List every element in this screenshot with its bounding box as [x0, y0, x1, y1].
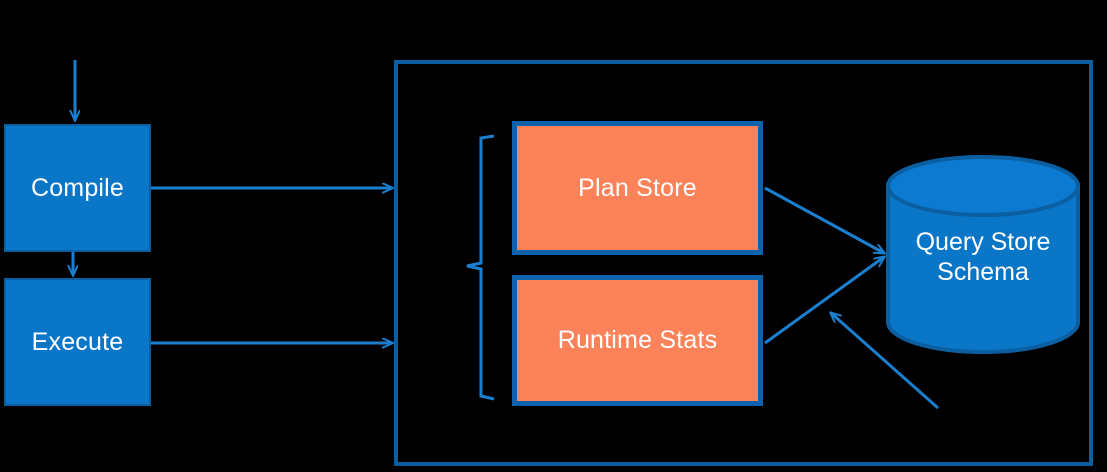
- process-node-compile[interactable]: Compile: [4, 124, 151, 252]
- store-node-runtime-stats[interactable]: Runtime Stats: [512, 275, 763, 406]
- query-store-container: [394, 60, 1093, 466]
- store-node-runtime-stats-label: Runtime Stats: [557, 326, 718, 354]
- process-node-execute-label: Execute: [31, 327, 124, 356]
- process-node-compile-label: Compile: [30, 173, 125, 202]
- query-store-schema-cylinder-icon: [886, 155, 1080, 354]
- store-node-plan-store-label: Plan Store: [578, 173, 697, 202]
- plan-store-to-schema-arrow: [764, 186, 884, 253]
- external-to-schema-arrow: [831, 313, 939, 410]
- runtime-stats-to-schema-arrow: [764, 257, 884, 345]
- process-node-execute[interactable]: Execute: [4, 278, 151, 406]
- query-store-bracket-icon: [466, 134, 495, 401]
- store-node-plan-store[interactable]: Plan Store: [512, 121, 763, 255]
